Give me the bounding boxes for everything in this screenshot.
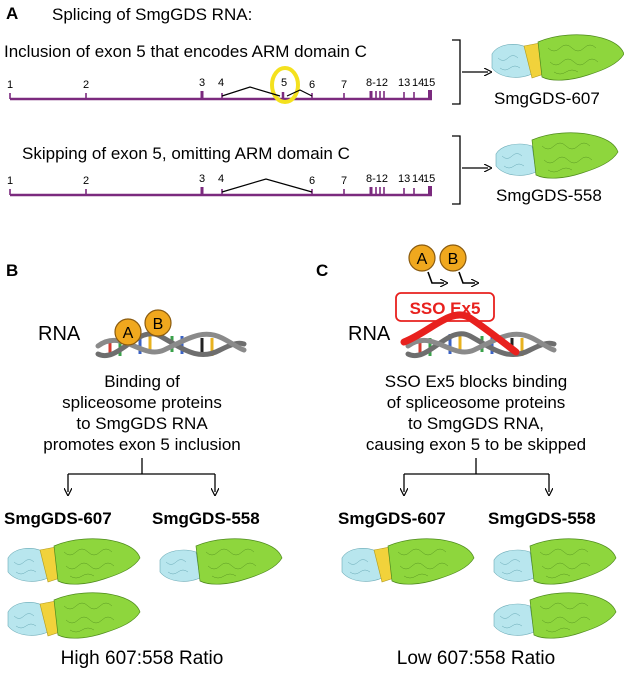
sso-oligo	[400, 311, 520, 356]
exon-label: 5	[281, 77, 287, 89]
product-558-label: SmgGDS-558	[496, 186, 602, 205]
caption-c: SSO Ex5 blocks binding of spliceosome pr…	[366, 372, 586, 454]
exon-label: 8-12	[366, 77, 388, 89]
exon-label: 14	[412, 173, 424, 185]
exon-label: 2	[83, 79, 89, 91]
skipping-text: Skipping of exon 5, omitting ARM domain …	[22, 144, 350, 163]
exon-label: 1	[7, 175, 13, 187]
svg-text:SSO Ex5 blocks binding: SSO Ex5 blocks binding	[385, 372, 567, 391]
splice-junction-bottom	[221, 178, 313, 193]
exon-label: 6	[309, 175, 315, 187]
gene-model-inclusion: 1 2 3 4 5 6 7 8-12 13 14 15	[7, 66, 435, 104]
bracket-top	[452, 39, 461, 105]
svg-text:A: A	[417, 251, 428, 268]
release-arrows	[427, 271, 475, 283]
exon-marks-top	[9, 90, 432, 99]
protein-b-b: B	[144, 309, 172, 337]
left-heading-c: SmgGDS-607	[338, 509, 446, 528]
protein-b-c: B	[439, 244, 467, 272]
exon-label: 8-12	[366, 173, 388, 185]
splice-junctions-top	[221, 86, 313, 97]
right-heading-c: SmgGDS-558	[488, 509, 596, 528]
left-heading-b: SmgGDS-607	[4, 509, 112, 528]
panel-c: C A B SSO Ex5 RNA SSO Ex5 blocks binding…	[316, 244, 617, 669]
protein-558-structure	[493, 538, 617, 585]
protein-558-structure	[493, 592, 617, 639]
svg-text:to SmgGDS RNA: to SmgGDS RNA	[76, 414, 208, 433]
exon5-highlight	[270, 66, 300, 104]
svg-text:spliceosome proteins: spliceosome proteins	[62, 393, 222, 412]
panel-a: A Splicing of SmgGDS RNA: Inclusion of e…	[4, 4, 624, 205]
svg-text:A: A	[123, 325, 134, 342]
svg-text:of spliceosome proteins: of spliceosome proteins	[387, 393, 566, 412]
panel-b-letter: B	[6, 261, 18, 280]
exon-label: 1	[7, 79, 13, 91]
exon-label: 13	[398, 77, 410, 89]
gene-model-skipping: 1 2 3 4 6 7 8-12 13 14 15	[7, 173, 435, 197]
protein-607-structure	[7, 592, 141, 639]
panel-a-letter: A	[6, 4, 18, 23]
rna-helix-c	[408, 334, 554, 356]
exon-label: 15	[423, 173, 435, 185]
exon-label: 13	[398, 173, 410, 185]
protein-a-c: A	[408, 244, 436, 272]
inclusion-text: Inclusion of exon 5 that encodes ARM dom…	[4, 42, 367, 61]
protein-558-structure	[495, 132, 619, 179]
rna-label-c: RNA	[348, 323, 391, 345]
protein-607-structure	[7, 538, 141, 585]
svg-text:causing exon 5 to be skipped: causing exon 5 to be skipped	[366, 435, 586, 454]
panel-b: B RNA A B Binding of spliceosome protein…	[4, 261, 283, 669]
exon-label: 2	[83, 175, 89, 187]
exon-label: 3	[199, 173, 205, 185]
svg-text:promotes exon 5 inclusion: promotes exon 5 inclusion	[43, 435, 241, 454]
exon-label: 7	[341, 175, 347, 187]
bracket-bottom	[452, 135, 461, 205]
rna-label-b: RNA	[38, 323, 81, 345]
caption-b: Binding of spliceosome proteins to SmgGD…	[43, 372, 241, 454]
exon-label: 3	[199, 77, 205, 89]
exon-marks-bottom	[9, 186, 432, 195]
product-607-label: SmgGDS-607	[494, 89, 600, 108]
exon-label: 15	[423, 77, 435, 89]
panel-c-letter: C	[316, 261, 328, 280]
svg-text:B: B	[153, 316, 164, 333]
protein-a-b: A	[114, 318, 142, 346]
svg-text:B: B	[448, 251, 459, 268]
svg-text:Binding of: Binding of	[104, 372, 180, 391]
protein-558-structure	[159, 538, 283, 585]
exon-label: 14	[412, 77, 424, 89]
svg-text:to SmgGDS RNA,: to SmgGDS RNA,	[408, 414, 544, 433]
exon-label: 4	[218, 173, 224, 185]
protein-607-structure	[341, 538, 475, 585]
exon-label: 6	[309, 79, 315, 91]
fork-c	[404, 458, 549, 492]
ratio-b: High 607:558 Ratio	[61, 648, 224, 669]
panel-a-title: Splicing of SmgGDS RNA:	[52, 5, 252, 24]
fork-b	[68, 458, 215, 492]
exon-label: 4	[218, 77, 224, 89]
protein-607-structure	[491, 34, 624, 81]
exon-label: 7	[341, 79, 347, 91]
ratio-c: Low 607:558 Ratio	[397, 648, 555, 669]
right-heading-b: SmgGDS-558	[152, 509, 260, 528]
